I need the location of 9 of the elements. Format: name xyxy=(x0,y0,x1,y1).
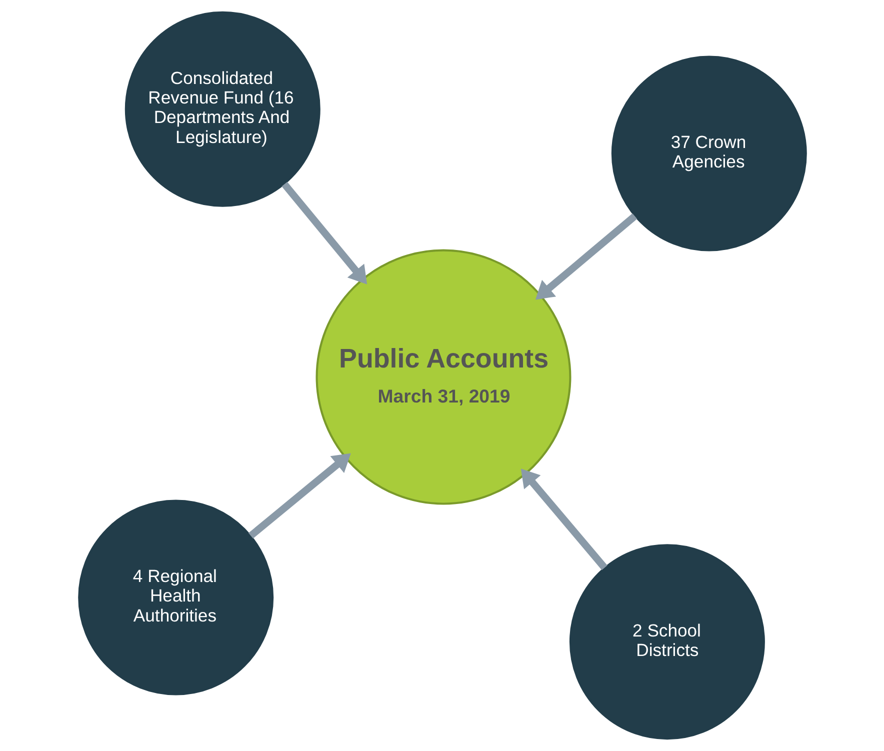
arrow xyxy=(520,468,607,570)
node-circle: 4 Regional Health Authorities xyxy=(78,500,274,696)
arrow xyxy=(248,453,350,539)
arrow xyxy=(281,182,367,284)
node-circle: 2 School Districts xyxy=(568,544,764,740)
node-circle: Consolidated Revenue Fund (16 Departments And Legislature) xyxy=(124,11,320,207)
node-circle: 37 Crown Agencies xyxy=(610,56,806,252)
node-circle: Public Accounts March 31, 2019 xyxy=(315,249,571,505)
arrow xyxy=(534,213,637,300)
